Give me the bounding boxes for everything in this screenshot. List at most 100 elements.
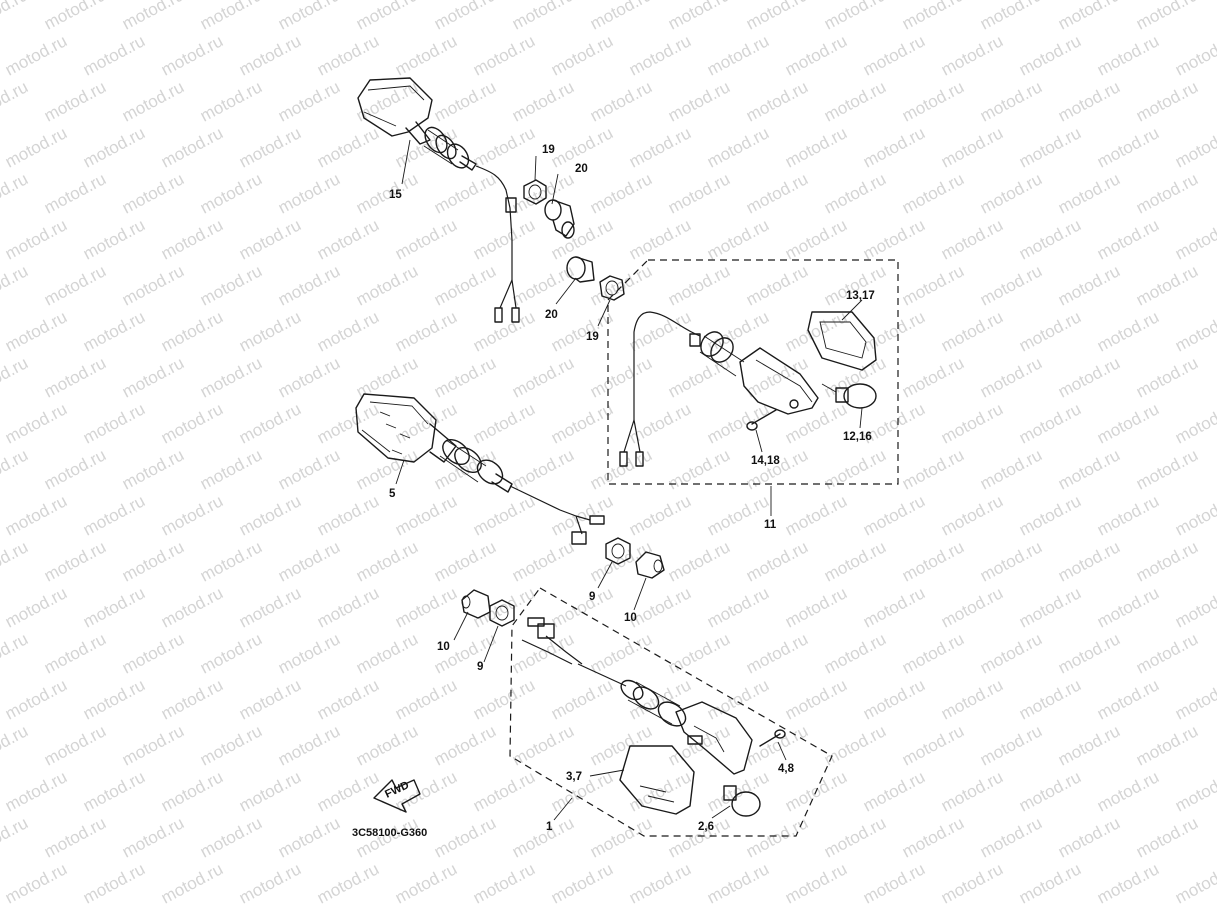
watermark-text: motod.ru [80, 307, 148, 355]
watermark-text: motod.ru [548, 215, 616, 263]
watermark-text: motod.ru [197, 77, 265, 125]
watermark-text: motod.ru [236, 859, 304, 907]
watermark-text: motod.ru [275, 445, 343, 493]
watermark-text: motod.ru [821, 0, 889, 34]
watermark-text: motod.ru [2, 767, 70, 815]
watermark-text: motod.ru [587, 77, 655, 125]
watermark-text: motod.ru [2, 399, 70, 447]
watermark-text: motod.ru [0, 721, 31, 769]
turn-signal-11 [619, 311, 819, 467]
watermark-text: motod.ru [158, 583, 226, 631]
watermark-text: motod.ru [431, 629, 499, 677]
watermark-text: motod.ru [41, 537, 109, 585]
watermark-text: motod.ru [509, 77, 577, 125]
watermark-text: motod.ru [197, 169, 265, 217]
watermark-text: motod.ru [197, 629, 265, 677]
watermark-text: motod.ru [1016, 583, 1084, 631]
watermark-text: motod.ru [80, 583, 148, 631]
watermark-text: motod.ru [314, 675, 382, 723]
watermark-text: motod.ru [41, 353, 109, 401]
watermark-text: motod.ru [470, 307, 538, 355]
watermark-text: motod.ru [80, 675, 148, 723]
watermark-text: motod.ru [1133, 169, 1201, 217]
watermark-text: motod.ru [1055, 0, 1123, 34]
watermark-text: motod.ru [275, 77, 343, 125]
screw-4-8 [759, 729, 786, 747]
watermark-text: motod.ru [626, 491, 694, 539]
watermark-text: motod.ru [2, 307, 70, 355]
watermark-text: motod.ru [2, 215, 70, 263]
watermark-text: motod.ru [899, 0, 967, 34]
watermark-text: motod.ru [353, 77, 421, 125]
watermark-text: motod.ru [1055, 813, 1123, 861]
watermark-text: motod.ru [938, 767, 1006, 815]
watermark-text: motod.ru [236, 215, 304, 263]
watermark-text: motod.ru [938, 399, 1006, 447]
watermark-text: motod.ru [587, 169, 655, 217]
watermark-text: motod.ru [353, 721, 421, 769]
watermark-text: motod.ru [665, 261, 733, 309]
watermark-text: motod.ru [509, 445, 577, 493]
nut-9-lower [489, 599, 515, 627]
watermark-text: motod.ru [938, 675, 1006, 723]
watermark-text: motod.ru [197, 445, 265, 493]
watermark-text: motod.ru [41, 813, 109, 861]
watermark-text: motod.ru [236, 491, 304, 539]
watermark-text: motod.ru [80, 215, 148, 263]
watermark-text: motod.ru [197, 537, 265, 585]
watermark-text: motod.ru [587, 813, 655, 861]
watermark-text: motod.ru [860, 123, 928, 171]
watermark-text: motod.ru [1172, 583, 1217, 631]
watermark-text: motod.ru [782, 123, 850, 171]
watermark-text: motod.ru [587, 629, 655, 677]
watermark-text: motod.ru [431, 537, 499, 585]
watermark-text: motod.ru [665, 537, 733, 585]
watermark-text: motod.ru [548, 583, 616, 631]
callout-10-middle: 10 [624, 612, 637, 624]
watermark-text: motod.ru [938, 491, 1006, 539]
watermark-text: motod.ru [470, 675, 538, 723]
watermark-text: motod.ru [431, 77, 499, 125]
watermark-text: motod.ru [275, 629, 343, 677]
watermark-text: motod.ru [0, 353, 31, 401]
watermark-text: motod.ru [1055, 353, 1123, 401]
watermark-text: motod.ru [80, 491, 148, 539]
watermark-text: motod.ru [119, 353, 187, 401]
watermark-text: motod.ru [509, 353, 577, 401]
watermark-text: motod.ru [392, 307, 460, 355]
watermark-text: motod.ru [1094, 307, 1162, 355]
watermark-text: motod.ru [860, 307, 928, 355]
watermark-text: motod.ru [2, 675, 70, 723]
watermark-text: motod.ru [899, 721, 967, 769]
watermark-text: motod.ru [1094, 491, 1162, 539]
watermark-text: motod.ru [704, 767, 772, 815]
watermark-text: motod.ru [353, 0, 421, 34]
watermark-text: motod.ru [197, 261, 265, 309]
watermark-text: motod.ru [236, 583, 304, 631]
watermark-text: motod.ru [1172, 215, 1217, 263]
screw-14-18 [746, 409, 777, 431]
watermark-text: motod.ru [314, 491, 382, 539]
watermark-text: motod.ru [743, 445, 811, 493]
watermark-text: motod.ru [158, 675, 226, 723]
callout-12-16: 12,16 [843, 431, 872, 443]
watermark-text: motod.ru [1055, 537, 1123, 585]
watermark-text: motod.ru [977, 537, 1045, 585]
watermark-text: motod.ru [743, 629, 811, 677]
watermark-text: motod.ru [509, 721, 577, 769]
watermark-text: motod.ru [704, 491, 772, 539]
watermark-text: motod.ru [80, 859, 148, 907]
watermark-text: motod.ru [938, 31, 1006, 79]
callout-1: 1 [546, 821, 553, 833]
watermark-text: motod.ru [743, 813, 811, 861]
watermark-text: motod.ru [119, 77, 187, 125]
watermark-text: motod.ru [158, 491, 226, 539]
watermark-text: motod.ru [158, 767, 226, 815]
watermark-text: motod.ru [470, 123, 538, 171]
watermark-text: motod.ru [353, 261, 421, 309]
watermark-text: motod.ru [2, 123, 70, 171]
watermark-text: motod.ru [548, 859, 616, 907]
watermark-text: motod.ru [1172, 859, 1217, 907]
watermark-text: motod.ru [938, 123, 1006, 171]
watermark-text: motod.ru [1172, 399, 1217, 447]
